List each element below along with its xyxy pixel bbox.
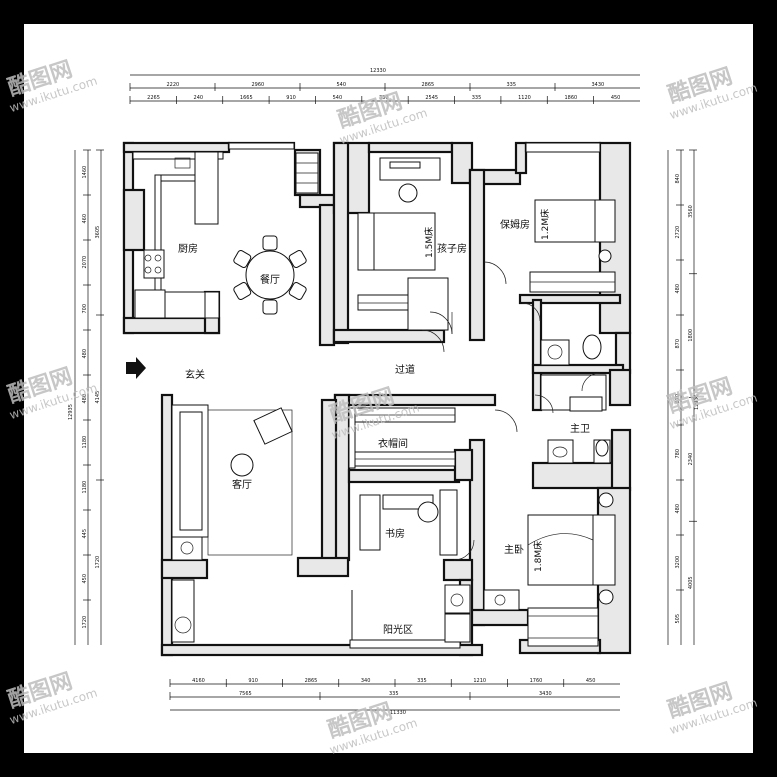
dimension-label: 3560 — [688, 205, 694, 218]
dining-furniture — [233, 152, 319, 315]
dimension-label: 910 — [248, 678, 258, 684]
label-dining: 餐厅 — [260, 273, 280, 286]
dimension-label: 445 — [82, 529, 88, 539]
label-nanny-room: 保姆房 — [500, 218, 530, 231]
dimension-label: 4005 — [688, 576, 694, 589]
dimension-label: 870 — [675, 339, 681, 349]
dimension-label: 1860 — [564, 95, 577, 101]
dimension-label: 1180 — [82, 436, 88, 449]
dimension-label: 2545 — [425, 95, 438, 101]
label-corridor: 过道 — [395, 363, 415, 376]
dimension-label: 3430 — [539, 691, 552, 697]
dim-top-total: 12330 — [370, 68, 386, 74]
dimension-label: 480 — [82, 349, 88, 359]
dimension-label: 1665 — [240, 95, 253, 101]
dining-chair — [288, 250, 307, 268]
bathroom-furniture — [540, 334, 611, 464]
label-sunroom: 阳光区 — [383, 623, 413, 636]
dimension-left: 1460 460 2070 700 480 480 1180 1180 445 450 1720 3… — [68, 149, 104, 645]
master-bedroom-furniture — [483, 492, 616, 611]
label-kitchen: 厨房 — [178, 242, 198, 255]
dimension-label: 540 — [337, 82, 347, 88]
dimension-top: 12330 2220 2960 540 2865 335 3430 2265 240 1665… — [129, 68, 640, 104]
dimension-label: 7565 — [239, 691, 252, 697]
dimension-label: 2265 — [147, 95, 160, 101]
dimension-label: 335 — [507, 82, 517, 88]
dimension-label: 3605 — [95, 226, 101, 239]
label-living-room: 客厅 — [232, 478, 252, 491]
label-wardrobe: 衣帽间 — [378, 437, 408, 450]
dimension-label: 840 — [675, 174, 681, 184]
label-master-bath: 主卫 — [570, 423, 590, 435]
dimension-label: 1180 — [82, 481, 88, 494]
nanny-room-furniture — [529, 199, 616, 293]
dimension-label: 335 — [472, 95, 482, 101]
dimension-label: 2865 — [305, 678, 318, 684]
dimension-label: 780 — [675, 449, 681, 459]
dimension-label: 480 — [82, 394, 88, 404]
dimension-label: 2720 — [675, 226, 681, 239]
dimension-label: 4145 — [95, 391, 101, 404]
dimension-label: 2220 — [167, 82, 180, 88]
dim-bottom-total: 11330 — [390, 710, 406, 716]
living-room-furniture — [171, 404, 293, 643]
dimension-label: 1720 — [95, 556, 101, 569]
dimension-label: 910 — [286, 95, 296, 101]
child-room-furniture — [357, 157, 449, 331]
label-bed-nanny: 1.2M床 — [539, 209, 551, 240]
dining-chair — [262, 299, 278, 315]
dimension-label: 700 — [82, 304, 88, 314]
dimension-label: 450 — [611, 95, 621, 101]
kitchen-furniture — [134, 151, 220, 319]
label-bed-master: 1.8M床 — [532, 541, 544, 572]
label-study: 书房 — [385, 527, 405, 540]
dimension-label: 2070 — [82, 256, 88, 269]
dimension-label: 3430 — [592, 82, 605, 88]
dimension-label: 3200 — [675, 556, 681, 569]
dimension-label: 540 — [333, 95, 343, 101]
dining-chair — [262, 235, 278, 251]
dining-chair — [288, 282, 307, 300]
study-furniture — [359, 489, 471, 643]
dimension-label: 2865 — [422, 82, 435, 88]
dimension-label: 450 — [82, 574, 88, 584]
dimension-label: 505 — [675, 614, 681, 624]
dining-chair — [233, 250, 252, 268]
dimension-label: 2960 — [252, 82, 265, 88]
dimension-label: 480 — [675, 284, 681, 294]
doors — [351, 261, 601, 640]
dimension-label: 4160 — [192, 678, 205, 684]
label-entrance: 玄关 — [185, 368, 205, 381]
dim-left-total: 12935 — [68, 404, 74, 420]
dimension-label: 240 — [194, 95, 204, 101]
wardrobe-furniture — [348, 407, 456, 469]
dimension-label: 1460 — [82, 166, 88, 179]
room-labels: 厨房 餐厅 孩子房 保姆房 玄关 过道 衣帽间 主卫 客厅 书房 主卧 阳光区 … — [178, 209, 590, 636]
dimension-label: 480 — [675, 504, 681, 514]
dimension-label: 340 — [361, 678, 371, 684]
dimension-bottom: 4160 910 2865 340 335 1210 1760 450 7565 335 3430… — [169, 678, 620, 716]
dimension-label: 1800 — [688, 329, 694, 342]
dimension-label: 450 — [586, 678, 596, 684]
dimension-label: 335 — [389, 691, 399, 697]
windows — [132, 142, 601, 649]
dimension-label: 460 — [82, 214, 88, 224]
dining-chair — [233, 282, 252, 300]
dimension-label: 1760 — [530, 678, 543, 684]
dimension-label: 2340 — [688, 453, 694, 466]
dimension-label: 1720 — [82, 616, 88, 629]
dimension-label: 330 — [379, 95, 389, 101]
dim-right-total: 12935 — [694, 394, 700, 410]
label-master-bedroom: 主卧 — [504, 543, 524, 556]
dimension-right: 840 2720 480 870 870 780 480 3200 505 3560 1800 23… — [667, 149, 700, 645]
dimension-label: 1120 — [518, 95, 531, 101]
dimension-label: 1210 — [473, 678, 486, 684]
label-child-room: 孩子房 — [437, 242, 467, 255]
label-bed-child: 1.5M床 — [423, 227, 435, 258]
dimension-label: 335 — [417, 678, 427, 684]
entrance-arrow-icon — [126, 357, 146, 379]
dimension-label: 870 — [675, 394, 681, 404]
